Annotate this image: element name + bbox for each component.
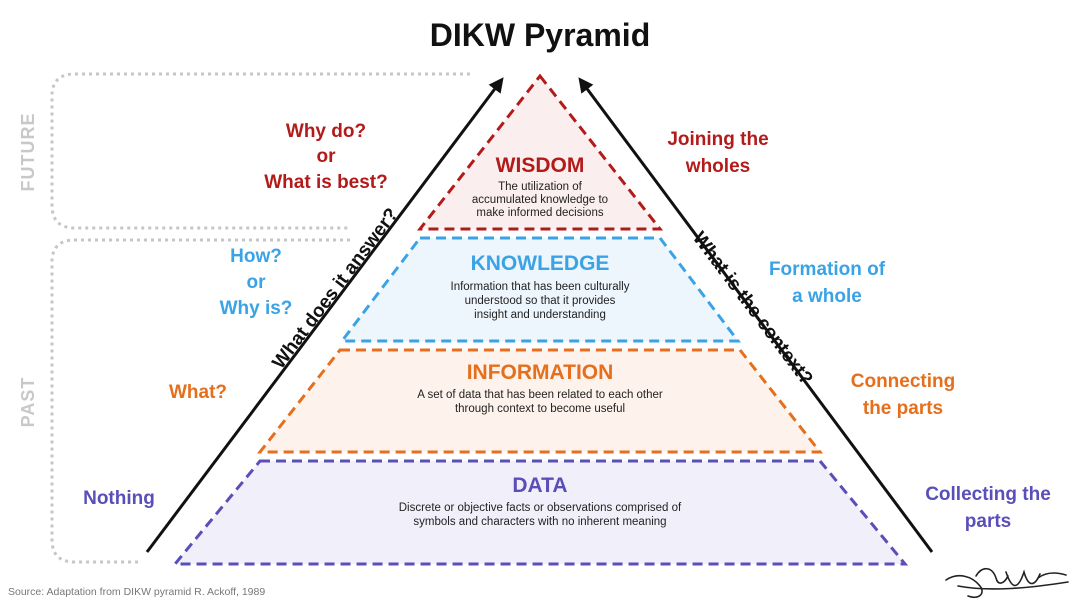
wisdom-desc-3: make informed decisions [476, 207, 603, 219]
information-question: What? [169, 382, 227, 403]
wisdom-question-1: Why do? [286, 121, 366, 142]
knowledge-context-1: Formation of [769, 259, 886, 280]
knowledge-question-2: or [247, 272, 267, 293]
past-bracket [50, 238, 350, 564]
wisdom-title: WISDOM [496, 154, 585, 177]
data-desc-1: Discrete or objective facts or observati… [399, 502, 682, 514]
wisdom-question-3: What is best? [264, 172, 388, 193]
future-bracket [50, 72, 470, 230]
information-desc-1: A set of data that has been related to e… [417, 389, 663, 401]
information-desc-2: through context to become useful [455, 403, 625, 415]
page-title: DIKW Pyramid [430, 17, 650, 53]
data-question: Nothing [83, 488, 155, 509]
knowledge-question-3: Why is? [220, 298, 293, 319]
wisdom-context-1: Joining the [667, 129, 768, 150]
data-context-2: parts [965, 511, 1011, 532]
past-label: PAST [18, 377, 38, 428]
signature [945, 567, 1069, 599]
information-context-2: the parts [863, 398, 943, 419]
knowledge-desc-1: Information that has been culturally [451, 281, 630, 293]
future-label: FUTURE [18, 113, 38, 192]
information-tier [256, 348, 824, 454]
information-context-1: Connecting [851, 371, 956, 392]
right-axis-arrow [578, 77, 934, 553]
wisdom-question-2: or [317, 146, 337, 167]
wisdom-desc-1: The utilization of [498, 181, 583, 193]
wisdom-context-2: wholes [685, 156, 750, 177]
data-context-1: Collecting the [925, 484, 1051, 505]
knowledge-context-2: a whole [792, 286, 862, 307]
left-axis-arrow [145, 77, 504, 553]
data-desc-2: symbols and characters with no inherent … [413, 516, 666, 528]
knowledge-desc-3: insight and understanding [474, 309, 606, 321]
information-title: INFORMATION [467, 361, 614, 384]
source-note: Source: Adaptation from DIKW pyramid R. … [8, 586, 265, 598]
data-tier [171, 459, 909, 566]
knowledge-desc-2: understood so that it provides [465, 295, 616, 307]
knowledge-question-1: How? [230, 246, 282, 267]
wisdom-desc-2: accumulated knowledge to [472, 194, 608, 206]
knowledge-tier [338, 236, 742, 343]
wisdom-tier [416, 73, 664, 231]
knowledge-title: KNOWLEDGE [471, 252, 610, 275]
data-title: DATA [512, 474, 567, 497]
